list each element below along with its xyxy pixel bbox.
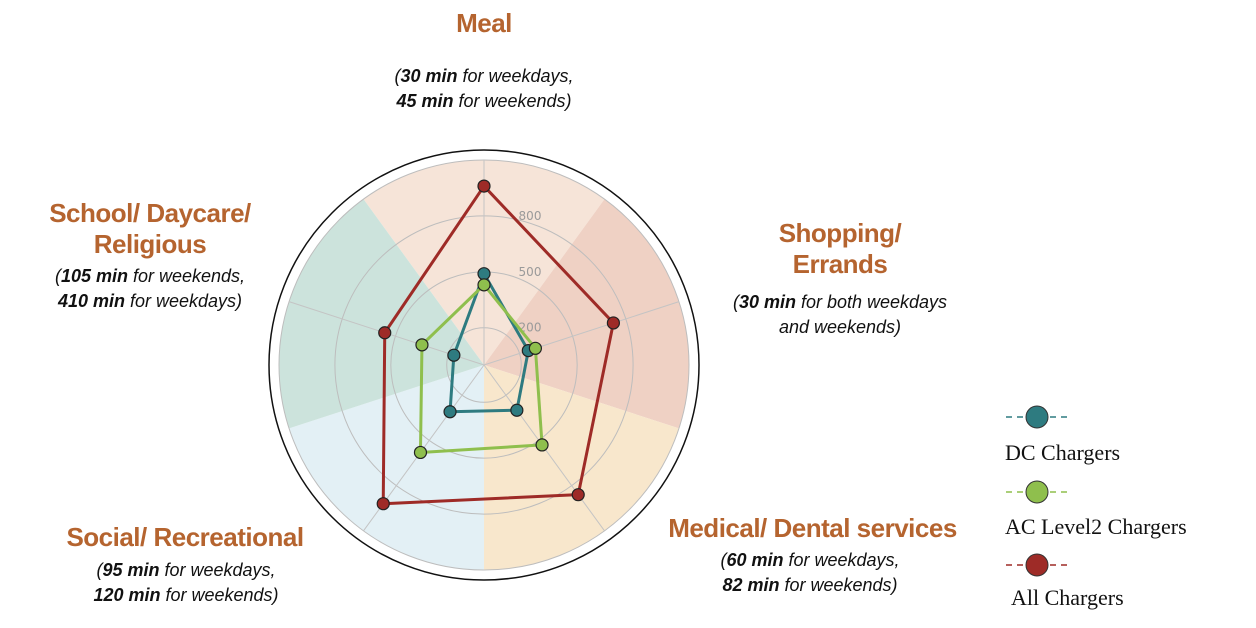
legend-label-all: All Chargers xyxy=(1011,585,1124,610)
legend-label-ac: AC Level2 Chargers xyxy=(1005,514,1187,539)
tick-label-200: 200 xyxy=(519,321,542,335)
series-1-point-meal xyxy=(477,278,491,292)
legend-marker-2 xyxy=(1025,553,1049,577)
spoke-shopping xyxy=(483,301,680,366)
axis-label-school: School/ Daycare/Religious xyxy=(20,198,280,260)
series-0-point-school xyxy=(447,348,461,362)
axis-label-medical: Medical/ Dental services xyxy=(668,513,957,543)
series-line-2 xyxy=(381,184,615,506)
sector-medical xyxy=(484,365,679,570)
series-0-point-meal xyxy=(477,267,491,281)
series-1-point-medical xyxy=(535,438,549,452)
legend-marker-1 xyxy=(1025,480,1049,504)
axis-note-school: (105 min for weekends,410 min for weekda… xyxy=(54,266,246,311)
shopping-label-line2: Errands xyxy=(792,249,888,279)
series-2-point-shopping xyxy=(606,316,620,330)
series-2-point-meal xyxy=(477,179,491,193)
series-line-1 xyxy=(418,283,544,454)
school-label-line1: School/ Daycare/ xyxy=(49,198,251,228)
sector-shopping xyxy=(484,199,689,429)
legend-marker-0 xyxy=(1025,405,1049,429)
series-line-0 xyxy=(448,272,530,414)
series-1-point-school xyxy=(415,338,429,352)
tick-label-800: 800 xyxy=(519,209,542,223)
axis-label-social: Social/ Recreational xyxy=(66,522,304,552)
series-2-point-school xyxy=(378,326,392,340)
tick-label-500: 500 xyxy=(519,265,542,279)
sector-school xyxy=(279,199,484,429)
series-1-point-shopping xyxy=(528,341,543,355)
school-label-line2: Religious xyxy=(93,229,207,259)
axis-label-meal: Meal xyxy=(456,8,512,38)
series-0-point-social xyxy=(443,405,457,419)
axis-note-medical: (60 min for weekdays,82 min for weekends… xyxy=(720,550,900,595)
series-2-point-medical xyxy=(571,488,585,502)
series-2-point-social xyxy=(376,497,390,511)
shopping-label-line1: Shopping/ xyxy=(778,218,902,248)
sector-social xyxy=(289,365,484,570)
axis-note-social: (95 min for weekdays,120 min for weekend… xyxy=(93,560,279,605)
legend-label-dc: DC Chargers xyxy=(1005,440,1121,465)
series-1-point-social xyxy=(413,445,428,460)
outer-ring xyxy=(268,149,700,581)
axis-note-meal: (30 min for weekdays,45 min for weekends… xyxy=(394,66,574,111)
axis-label-shopping: Shopping/Errands xyxy=(740,218,940,280)
series-0-point-medical xyxy=(510,403,524,417)
